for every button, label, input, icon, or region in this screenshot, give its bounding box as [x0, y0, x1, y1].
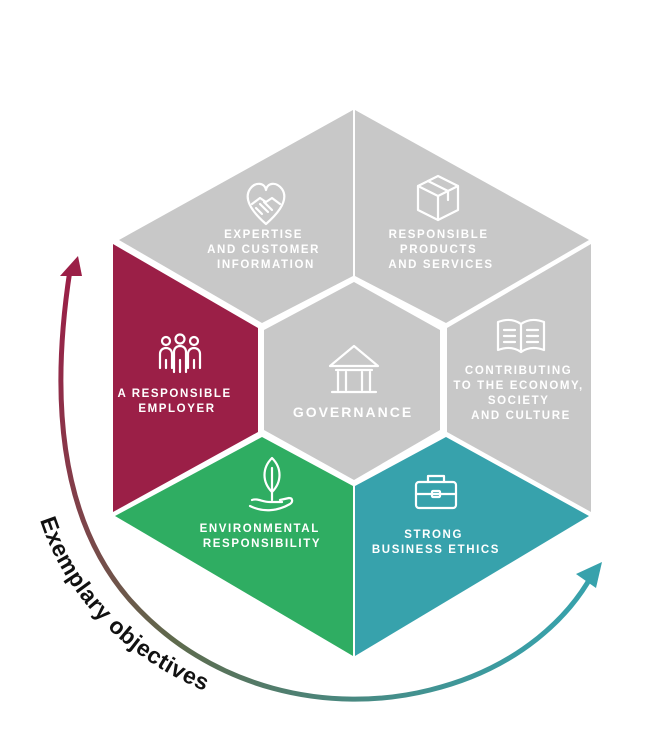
- hand-plant-icon: [248, 456, 294, 512]
- people-group-icon: [158, 333, 202, 374]
- label-employer: A RESPONSIBLE EMPLOYER: [117, 388, 236, 415]
- segment-a-responsible-employer[interactable]: [113, 244, 258, 512]
- label-environment: ENVIRONMENTAL RESPONSIBILITY: [200, 523, 325, 550]
- center-governance-hexagon[interactable]: [264, 282, 440, 480]
- package-box-icon: [416, 174, 460, 222]
- segment-responsible-products-and-services[interactable]: [355, 110, 589, 323]
- segment-strong-business-ethics[interactable]: [355, 437, 589, 656]
- segment-contributing-to-economy-society-culture[interactable]: [447, 244, 591, 512]
- hexagon-segments: [113, 110, 591, 656]
- label-economy: CONTRIBUTING TO THE ECONOMY, SOCIETY AND…: [453, 365, 588, 422]
- label-expertise: EXPERTISE AND CUSTOMER INFORMATION: [207, 229, 325, 271]
- segment-expertise-and-customer-information[interactable]: [119, 110, 353, 323]
- open-book-icon: [496, 318, 546, 354]
- exemplary-objectives-arrow: [58, 256, 602, 702]
- segment-environmental-responsibility[interactable]: [115, 437, 353, 656]
- institution-building-icon: [328, 344, 380, 394]
- label-products: RESPONSIBLE PRODUCTS AND SERVICES: [388, 229, 493, 271]
- arrowhead-top: [60, 256, 82, 276]
- handshake-heart-icon: [246, 182, 286, 226]
- label-ethics: STRONG BUSINESS ETHICS: [372, 529, 500, 556]
- arrowhead-bottom: [576, 562, 602, 588]
- label-governance: GOVERNANCE: [293, 404, 413, 420]
- briefcase-icon: [414, 474, 458, 510]
